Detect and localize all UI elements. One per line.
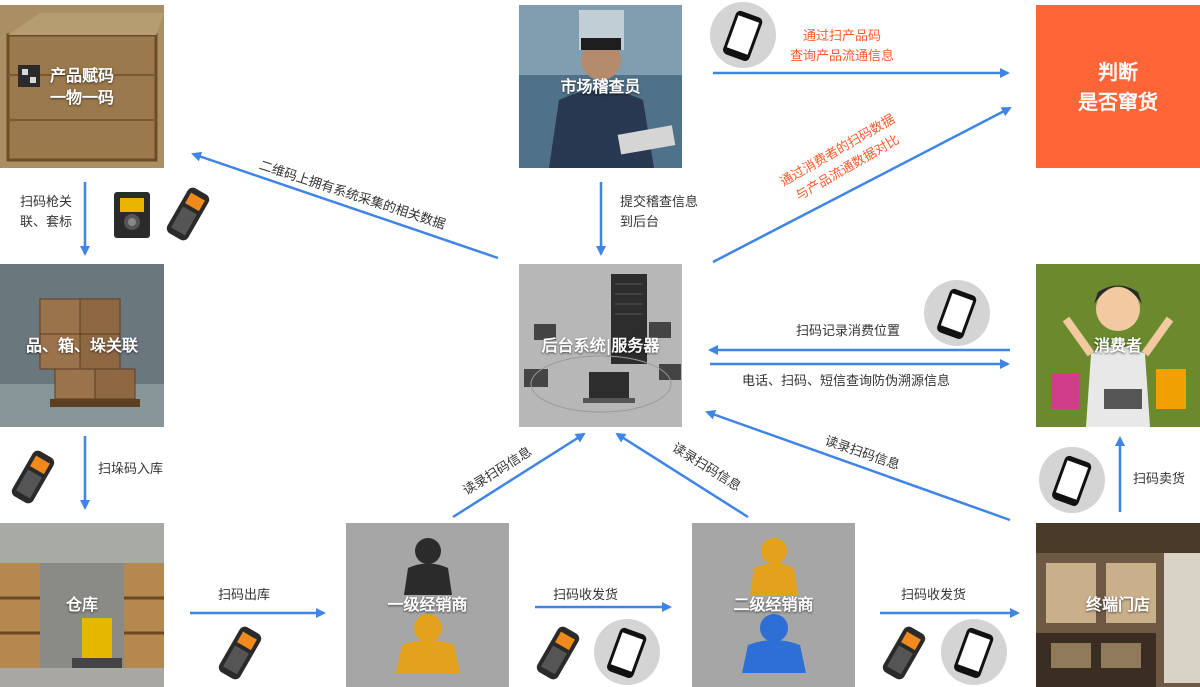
node-backend: 后台系统|服务器 (519, 264, 682, 427)
barcode-scanner-icon (114, 192, 150, 238)
label-phone-query: 电话、扫码、短信查询防伪溯源信息 (742, 374, 951, 389)
node-label: 品、箱、垛关联 (25, 335, 138, 355)
node-consumer: 消费者 (1036, 264, 1200, 427)
node-label: 二级经销商 (733, 595, 814, 614)
label-scan-gun: 扫码枪关 联、套标 (20, 195, 73, 230)
arrow-dealer2-backend (615, 432, 749, 519)
arrow-backend-product (191, 151, 499, 260)
smartphone-icon (941, 619, 1007, 685)
node-verdict: 判断 是否窜货 (1036, 5, 1200, 168)
person-icon (692, 523, 855, 687)
consumer-illustration (1036, 264, 1200, 427)
arrow-dealer1-backend (452, 432, 586, 519)
arrow-backend-verdict (712, 106, 1012, 264)
pallet-image (0, 264, 164, 427)
label-submit-inspection: 提交稽查信息 到后台 (620, 195, 699, 230)
smartphone-icon (924, 280, 990, 346)
smartphone-icon (594, 619, 660, 685)
crate-image (0, 5, 164, 168)
inspector-photo (519, 5, 682, 168)
handheld-scanner-icon (218, 626, 262, 680)
label-scan-out: 扫码出库 (218, 588, 271, 603)
label-scan-stack-in: 扫垛码入库 (98, 462, 164, 477)
label-scan-ship-2: 扫码收发货 (901, 588, 967, 603)
node-label: 消费者 (1093, 335, 1142, 355)
node-dealer1: 一级经销商 (346, 523, 509, 687)
node-store: 终端门店 (1036, 523, 1200, 687)
store-image (1036, 523, 1200, 687)
node-warehouse: 仓库 (0, 523, 164, 687)
node-label: 后台系统|服务器 (541, 335, 660, 355)
label-scan-ship-1: 扫码收发货 (553, 588, 619, 603)
node-product: 产品赋码 一物一码 (0, 5, 164, 168)
handheld-scanner-icon (11, 450, 55, 504)
smartphone-icon (1039, 447, 1105, 513)
node-label: 产品赋码 一物一码 (49, 65, 114, 107)
node-dealer2: 二级经销商 (692, 523, 855, 687)
node-label: 仓库 (65, 595, 98, 614)
node-inspector: 市场稽查员 (519, 5, 682, 168)
node-label: 判断 是否窜货 (1078, 59, 1158, 114)
label-scan-sell: 扫码卖货 (1133, 472, 1186, 487)
smartphone-icon (710, 2, 776, 68)
handheld-scanner-icon (882, 626, 926, 680)
person-icon (346, 523, 509, 687)
handheld-scanner-icon (166, 187, 210, 241)
node-label: 终端门店 (1085, 595, 1150, 614)
node-pallet: 品、箱、垛关联 (0, 264, 164, 427)
node-label: 一级经销商 (387, 595, 468, 614)
server-icon (519, 264, 682, 427)
arrow-store-backend (705, 409, 1011, 522)
label-scan-location: 扫码记录消费位置 (796, 324, 901, 339)
label-scan-product-flow: 通过扫产品码 查询产品流通信息 (790, 29, 895, 64)
warehouse-image (0, 523, 164, 687)
node-label: 市场稽查员 (560, 76, 641, 96)
handheld-scanner-icon (536, 626, 580, 680)
